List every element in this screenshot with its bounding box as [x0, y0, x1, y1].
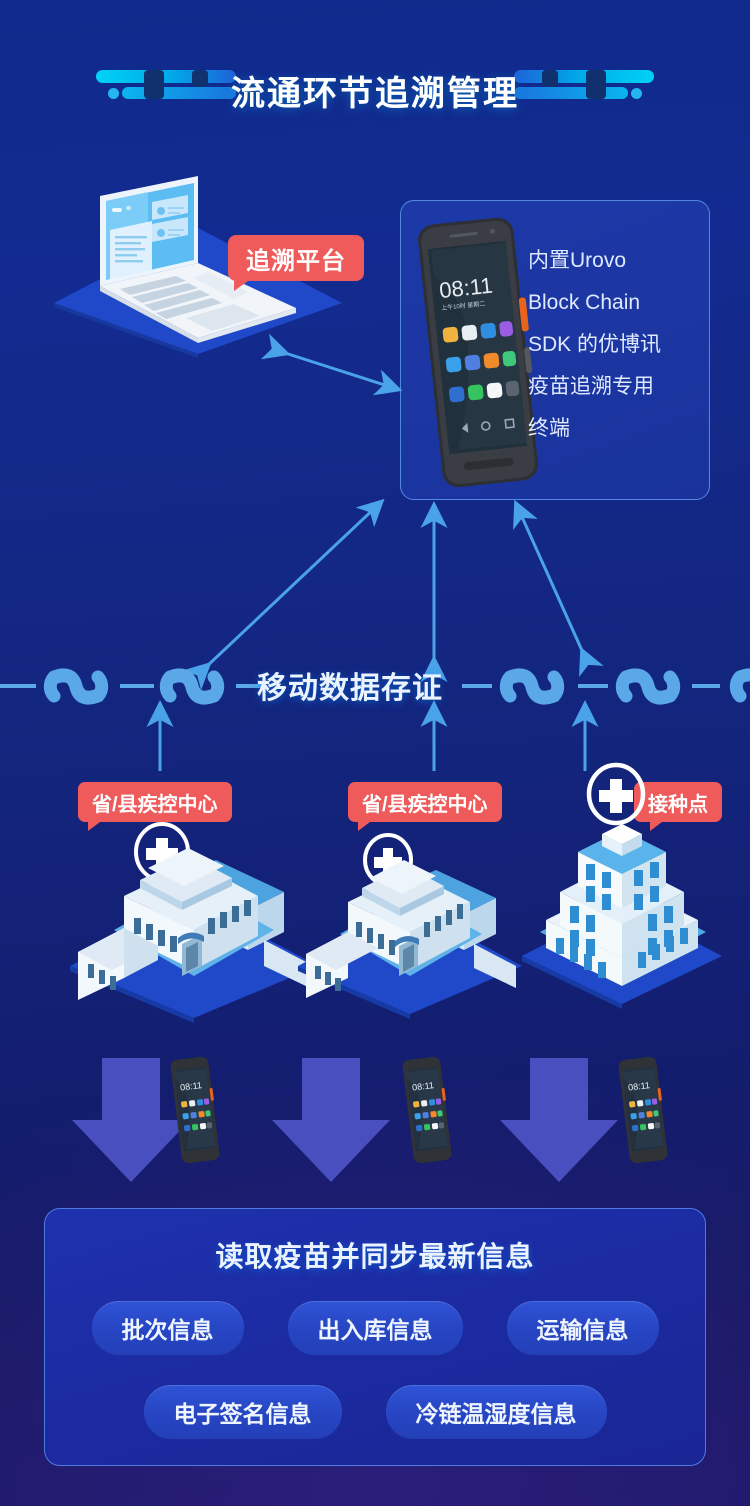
- down-arrows-row: [72, 1058, 618, 1182]
- chain-link: [43, 668, 109, 705]
- site-badge-vaccination-label: 接种点: [648, 793, 708, 816]
- arrow-chain-right: [513, 499, 604, 677]
- site-badge-cdc-2-label: 省/县疾控中心: [362, 793, 488, 816]
- device-desc-line-1: 内置Urovo: [528, 249, 627, 272]
- arrow-chain-left: [182, 498, 385, 691]
- svg-text:08:11: 08:11: [438, 273, 494, 303]
- device-desc-line-3: SDK 的优博讯: [528, 333, 662, 356]
- platform-badge[interactable]: 追溯平台: [228, 235, 364, 291]
- svg-text:08:11: 08:11: [180, 1080, 203, 1093]
- bottom-panel-title: 读取疫苗并同步最新信息: [215, 1241, 535, 1272]
- site-badge-vaccination[interactable]: 接种点: [634, 782, 722, 831]
- tag-inventory-info[interactable]: 出入库信息: [287, 1301, 463, 1355]
- connector-arrows: [182, 333, 604, 691]
- vaccination-tower: [522, 762, 722, 1009]
- blockchain-band: [0, 668, 750, 705]
- medical-cross-icon: [586, 762, 646, 826]
- site-badge-cdc-2[interactable]: 省/县疾控中心: [348, 782, 502, 831]
- tag-esignature-info[interactable]: 电子签名信息: [143, 1385, 342, 1439]
- building-to-chain-arrows: [146, 700, 599, 771]
- platform-badge-label: 追溯平台: [246, 247, 346, 275]
- device-desc-line-4: 疫苗追溯专用: [528, 375, 654, 398]
- title-ornament-right-icon: [514, 62, 654, 108]
- tag-coldchain-info[interactable]: 冷链温湿度信息: [385, 1385, 607, 1439]
- tag-row-1: 批次信息 出入库信息 运输信息: [45, 1301, 705, 1355]
- down-arrow-1: [72, 1058, 190, 1182]
- bottom-panel: 读取疫苗并同步最新信息 批次信息 出入库信息 运输信息 电子签名信息 冷链温湿度…: [44, 1208, 706, 1466]
- chain-label: 移动数据存证: [257, 672, 443, 705]
- down-arrow-3: [500, 1058, 618, 1182]
- chain-link: [615, 668, 681, 705]
- handheld-terminal-illustration: 08:11 上午10时 星期二: [418, 217, 538, 488]
- chain-link: [159, 668, 225, 705]
- down-arrow-2: [272, 1058, 390, 1182]
- laptop-illustration: [54, 176, 342, 358]
- cdc-building-2: [298, 833, 522, 1019]
- cdc-building-1: [70, 822, 318, 1023]
- svg-text:08:11: 08:11: [628, 1080, 651, 1093]
- site-badge-cdc-1-label: 省/县疾控中心: [92, 793, 218, 816]
- terminal-device-1: 08:11: [170, 1056, 220, 1164]
- page-title: 流通环节追溯管理: [0, 55, 750, 125]
- device-description: 内置Urovo Block Chain SDK 的优博讯 疫苗追溯专用 终端: [528, 240, 698, 450]
- title-ornament-left-icon: [96, 62, 236, 108]
- tag-row-2: 电子签名信息 冷链温湿度信息: [45, 1385, 705, 1439]
- tag-batch-info[interactable]: 批次信息: [91, 1301, 244, 1355]
- terminal-device-3: 08:11: [618, 1056, 668, 1164]
- arrow-laptop-device: [260, 333, 403, 396]
- page-title-text: 流通环节追溯管理: [231, 66, 519, 115]
- tag-transport-info[interactable]: 运输信息: [506, 1301, 659, 1355]
- device-desc-line-2: Block Chain: [528, 291, 641, 314]
- site-badge-cdc-1[interactable]: 省/县疾控中心: [78, 782, 232, 831]
- svg-text:08:11: 08:11: [412, 1080, 435, 1093]
- device-desc-line-5: 终端: [528, 417, 570, 440]
- chain-link: [729, 668, 750, 703]
- chain-link: [499, 668, 565, 705]
- terminal-device-2: 08:11: [402, 1056, 452, 1164]
